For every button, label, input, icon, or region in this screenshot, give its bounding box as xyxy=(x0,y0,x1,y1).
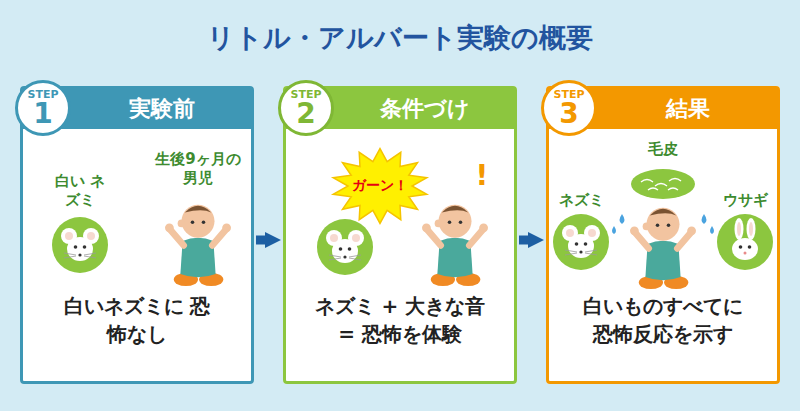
flow-arrow xyxy=(256,236,265,245)
sound-effect: ガーン！ xyxy=(340,177,420,195)
step-badge: STEP1 xyxy=(15,80,71,136)
step-word: STEP xyxy=(27,89,58,100)
sweat-drops xyxy=(612,214,714,234)
panel-ground xyxy=(20,86,780,384)
step-panel: 条件づけネズミ + 大きな音 = 恐怖を体験 STEP2 xyxy=(283,86,517,384)
step-word: STEP xyxy=(553,89,584,100)
step-description: 白いものすべてに 恐怖反応を示す xyxy=(577,292,749,348)
step-description: 白いネズミに 恐怖なし xyxy=(62,292,212,348)
flow-arrow xyxy=(519,236,528,245)
step-number: 3 xyxy=(559,100,578,128)
illustration-label: 白い ネズミ xyxy=(54,172,106,210)
step-heading: 結果 xyxy=(666,94,710,124)
baby-figure xyxy=(630,208,696,289)
mouse-icon xyxy=(317,219,373,275)
noise-burst xyxy=(333,149,427,224)
illustration-label: ウサギ xyxy=(715,191,775,210)
step-heading: 条件づけ xyxy=(380,94,470,124)
illustration-label: 毛皮 xyxy=(638,140,688,159)
fur-icon xyxy=(631,169,695,199)
panel-body: 白いネズミに 恐怖なし xyxy=(23,292,251,348)
step-panel: 結果白いものすべてに 恐怖反応を示す STEP3 xyxy=(546,86,780,384)
rabbit-icon xyxy=(717,214,773,270)
step-badge: STEP2 xyxy=(278,80,334,136)
surprise-mark: ! xyxy=(471,158,493,193)
sweat-drops xyxy=(702,214,707,224)
panel-body: 白いものすべてに 恐怖反応を示す xyxy=(549,292,777,348)
step-heading: 実験前 xyxy=(129,94,195,124)
sweat-drops xyxy=(620,214,625,224)
panel-body: ネズミ + 大きな音 = 恐怖を体験 xyxy=(286,292,514,348)
step-word: STEP xyxy=(290,89,321,100)
mouse-icon xyxy=(52,217,108,273)
step-badge: STEP3 xyxy=(541,80,597,136)
step-number: 2 xyxy=(296,100,315,128)
fur-icon xyxy=(631,169,695,199)
illustration-label: ネズミ xyxy=(551,191,611,210)
step-panel: 実験前白いネズミに 恐怖なし STEP1 xyxy=(20,86,254,384)
fur-icon xyxy=(641,179,681,191)
step-description: ネズミ + 大きな音 = 恐怖を体験 xyxy=(307,292,493,348)
title: リトル・アルバート実験の概要 xyxy=(0,22,800,54)
sweat-drops xyxy=(612,226,616,234)
mouse-icon xyxy=(553,214,609,270)
step-number: 1 xyxy=(33,100,52,128)
baby-figure xyxy=(422,205,488,286)
sweat-drops xyxy=(710,226,714,234)
baby-figure xyxy=(165,205,231,286)
illustration-label: 生後9ヶ月の 男児 xyxy=(150,150,246,188)
